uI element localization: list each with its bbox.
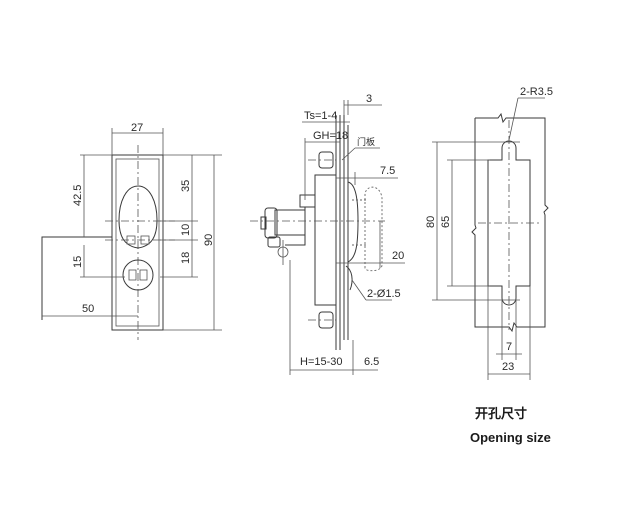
dim-27: 27 bbox=[131, 122, 143, 134]
dim-7: 7 bbox=[506, 341, 512, 353]
dim-90: 90 bbox=[203, 234, 215, 246]
dim-holes: 2-Ø1.5 bbox=[367, 288, 401, 300]
opening-view: 80 65 2-R3.5 7 23 bbox=[425, 86, 553, 380]
dim-10: 10 bbox=[180, 224, 192, 236]
dim-18: 18 bbox=[180, 252, 192, 264]
dim-gh: GH=18 bbox=[313, 130, 348, 142]
side-view: 门板 3 Ts=1-4 GH=18 7.5 20 2-Ø1.5 H=15-30 … bbox=[250, 93, 405, 375]
dim-80: 80 bbox=[425, 216, 437, 228]
dim-7-5: 7.5 bbox=[380, 165, 395, 177]
caption-chinese: 开孔尺寸 bbox=[475, 406, 527, 422]
dim-h-range: H=15-30 bbox=[300, 356, 343, 368]
front-view: 27 90 35 10 18 42.5 15 50 bbox=[41, 122, 222, 340]
dim-65: 65 bbox=[440, 216, 452, 228]
dim-6-5: 6.5 bbox=[364, 356, 379, 368]
door-panel-label: 门板 bbox=[357, 136, 375, 148]
caption-english: Opening size bbox=[470, 430, 551, 445]
dim-ts: Ts=1-4 bbox=[304, 110, 337, 122]
dim-35: 35 bbox=[180, 180, 192, 192]
dim-15: 15 bbox=[72, 256, 84, 268]
dim-23: 23 bbox=[502, 361, 514, 373]
dim-3: 3 bbox=[366, 93, 372, 105]
dim-radius: 2-R3.5 bbox=[520, 86, 553, 98]
dim-20: 20 bbox=[392, 250, 404, 262]
dim-50: 50 bbox=[82, 303, 94, 315]
dim-42-5: 42.5 bbox=[72, 185, 84, 206]
